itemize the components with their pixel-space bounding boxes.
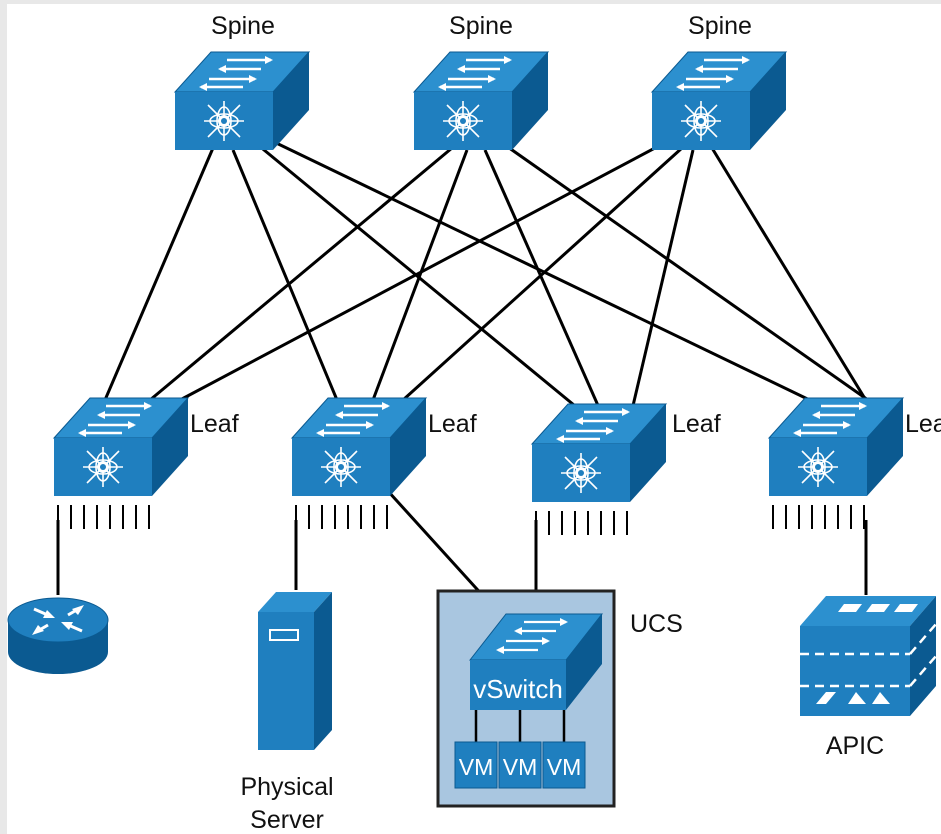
- leaf-label: Leaf: [190, 410, 239, 438]
- apic-label: APIC: [826, 732, 884, 760]
- leaf-label: Leaf: [428, 410, 477, 438]
- ucs-label: UCS: [630, 610, 683, 638]
- spine-switch-1: Spine: [173, 12, 311, 152]
- router: [7, 597, 109, 674]
- svg-text:VM: VM: [547, 754, 582, 780]
- leaf-switch-2: Leaf: [290, 396, 477, 530]
- spine-label: Spine: [449, 12, 513, 40]
- switch-icon: [52, 396, 190, 498]
- apic-icon: [800, 596, 937, 716]
- leaf-switch-3: Leaf: [530, 402, 721, 536]
- switch-icon: [290, 396, 428, 498]
- server-label-line2: Server: [250, 806, 324, 834]
- ucs-chassis: UCS vSwitch VM VM: [436, 589, 683, 808]
- server-label-line1: Physical: [240, 773, 333, 801]
- switch-icon: [173, 50, 311, 152]
- svg-text:VM: VM: [503, 754, 538, 780]
- vm-1: VM: [454, 741, 498, 789]
- switch-icon: [650, 50, 788, 152]
- vswitch-label: vSwitch: [473, 674, 563, 704]
- leaf-switch-4: Lea: [767, 396, 941, 530]
- switch-icon: [412, 50, 550, 152]
- apic: APIC: [800, 596, 937, 760]
- aci-topology-diagram: Spine Spine Spine Leaf Leaf Leaf Lea: [7, 4, 941, 834]
- spine-switch-2: Spine: [412, 12, 550, 152]
- spine-label: Spine: [688, 12, 752, 40]
- switch-icon: [767, 396, 905, 498]
- leaf-switch-1: Leaf: [52, 396, 239, 530]
- vswitch: vSwitch: [468, 613, 604, 710]
- spine-switch-3: Spine: [650, 12, 788, 152]
- spine-label: Spine: [211, 12, 275, 40]
- fabric-links: [56, 138, 869, 622]
- leaf-label: Leaf: [672, 410, 721, 438]
- svg-text:VM: VM: [459, 754, 494, 780]
- vm-2: VM: [498, 741, 542, 789]
- topology-canvas: Spine Spine Spine Leaf Leaf Leaf Lea: [7, 12, 941, 834]
- vm-3: VM: [542, 741, 586, 789]
- physical-server: Physical Server: [240, 592, 334, 834]
- router-icon: [7, 597, 109, 674]
- switch-icon: [530, 402, 668, 504]
- leaf-label: Lea: [905, 410, 941, 438]
- server-icon: [258, 592, 332, 750]
